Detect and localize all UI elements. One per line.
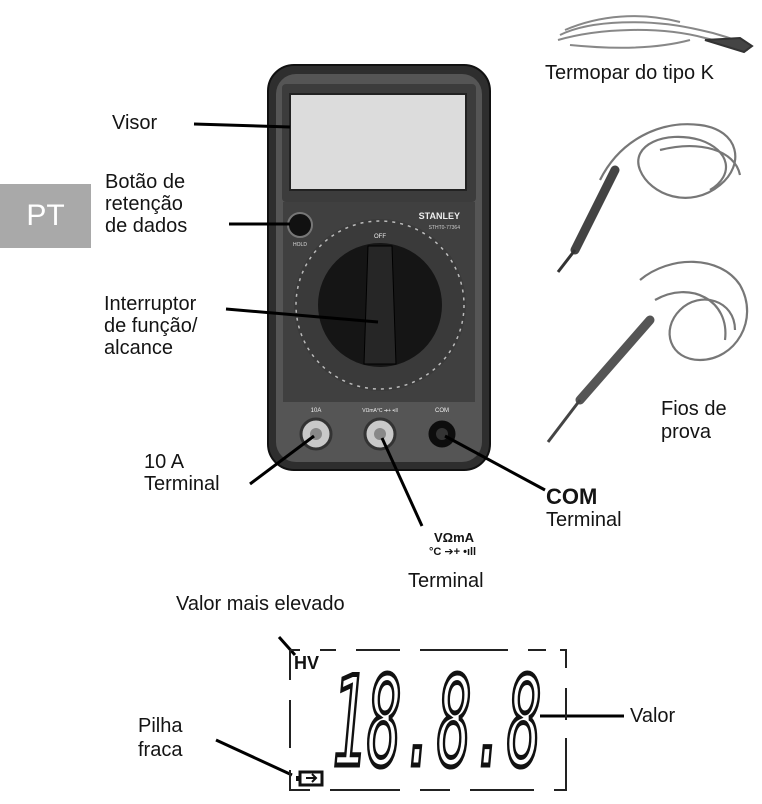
vma-label-line3: Terminal — [408, 570, 484, 592]
callout-lines — [193, 122, 624, 777]
hold-label-line3: de dados — [105, 215, 188, 237]
probes-label-line2: prova — [661, 421, 712, 443]
switch-label-line3: alcance — [104, 337, 173, 359]
value-label: Valor — [630, 705, 676, 727]
hold-button[interactable] — [287, 212, 313, 238]
com-label-line2: Terminal — [546, 509, 622, 531]
switch-label-line1: Interruptor — [104, 293, 197, 315]
com-label-line1: COM — [546, 484, 598, 509]
term10a-label-line1: 10 A — [144, 451, 185, 473]
thermocouple-label: Termopar do tipo K — [545, 62, 714, 84]
probes-label-line1: Fios de — [661, 398, 727, 420]
switch-label-line2: de função/ — [104, 315, 198, 337]
language-badge: PT — [0, 184, 91, 248]
jack-vma-label: VΩmA°C ➔+ •ıll — [362, 408, 397, 414]
dial-off-label: OFF — [374, 234, 386, 240]
hold-label-line2: retenção — [105, 193, 183, 215]
jack-com-label: COM — [435, 408, 449, 414]
battery-label-line2: fraca — [138, 739, 183, 761]
visor-label: Visor — [112, 112, 158, 134]
hv-indicator: HV — [294, 653, 319, 673]
vma-label-line1: VΩmA — [434, 530, 475, 545]
brand-logo: STANLEY — [419, 211, 460, 221]
hold-label-line1: Botão de — [105, 171, 186, 193]
term10a-label-line2: Terminal — [144, 473, 220, 495]
model-number: STHT0-77364 — [429, 225, 461, 231]
multimeter-illustration — [267, 64, 491, 471]
vma-label-line2: °C ➔+ •ıll — [429, 546, 477, 558]
thermocouple-illustration — [557, 15, 754, 54]
hold-key-label: HOLD — [293, 242, 307, 248]
lcd-screen — [289, 93, 467, 191]
lcd-digits: 18.8.8 — [332, 651, 542, 795]
max-value-label: Valor mais elevado — [176, 593, 345, 615]
lcd-detail — [289, 649, 567, 791]
jack-10a-label: 10A — [311, 408, 322, 414]
battery-label-line1: Pilha — [138, 715, 183, 737]
test-probes-illustration — [546, 123, 749, 443]
